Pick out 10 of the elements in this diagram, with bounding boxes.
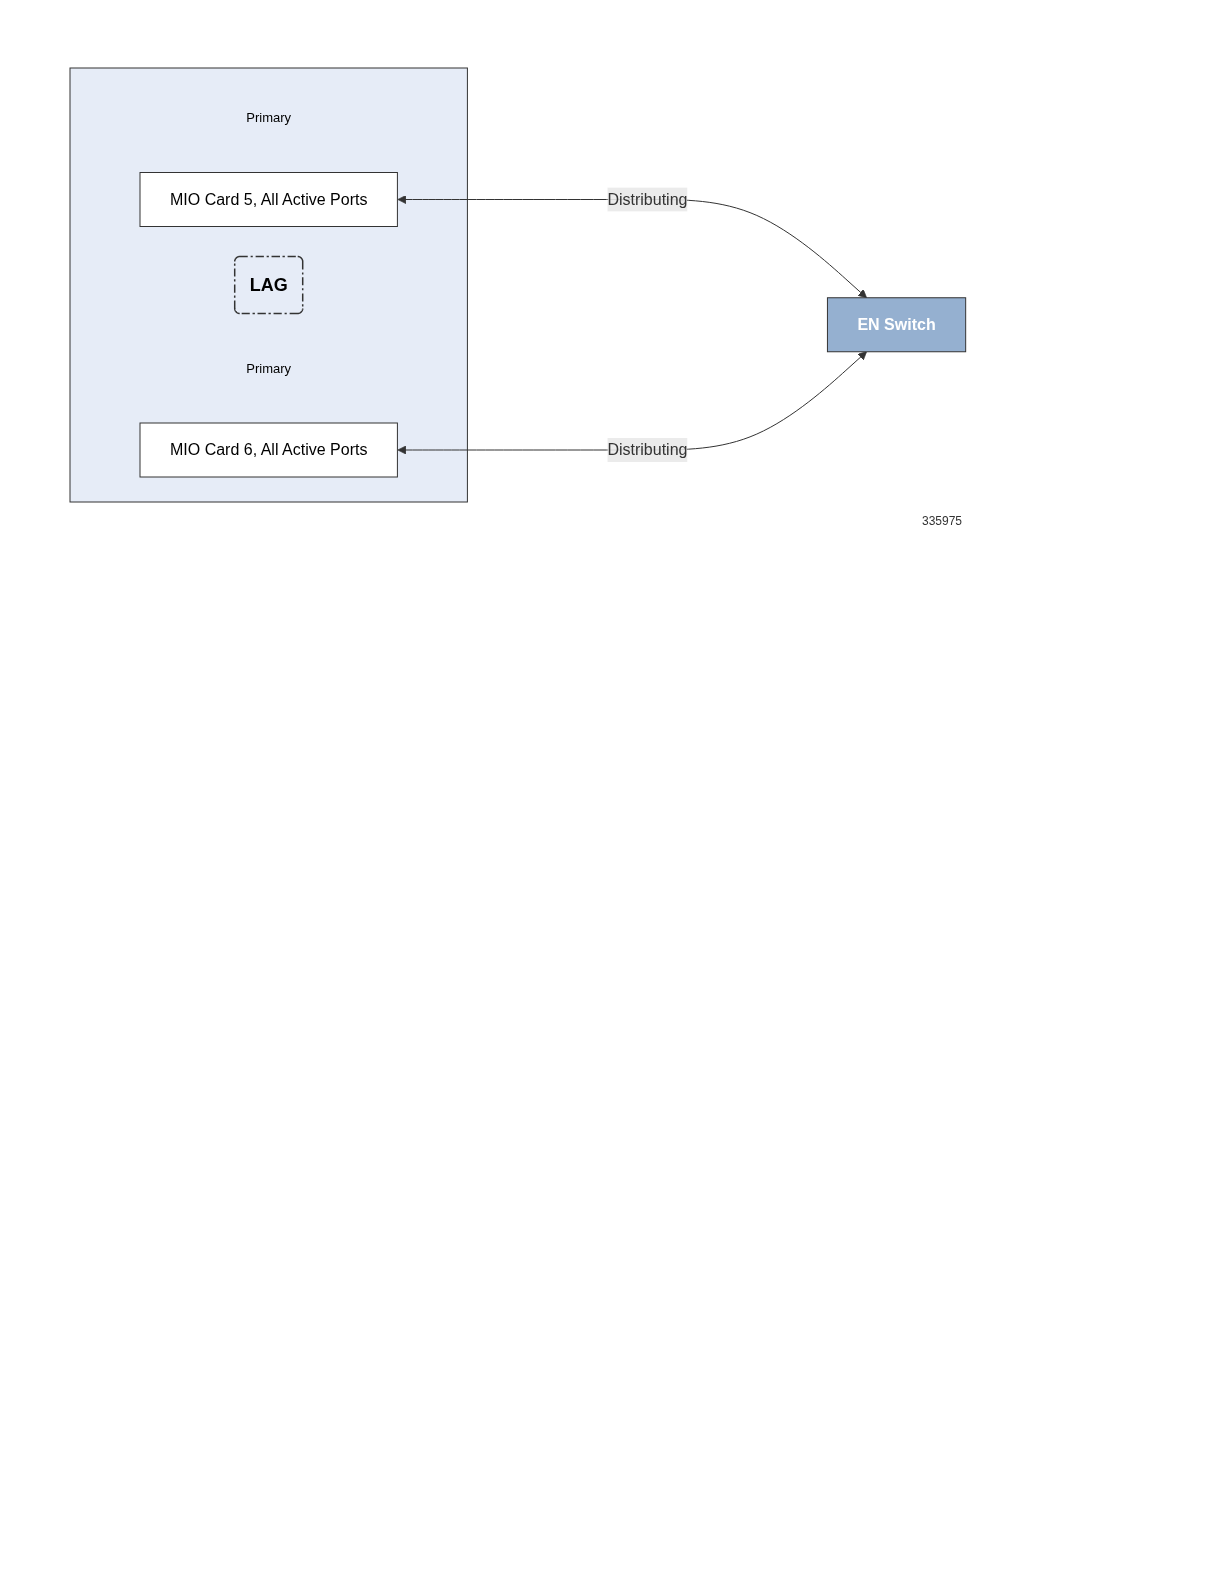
node-box: EN Switch [826,297,967,353]
figure-number: 335975 [920,514,962,528]
node-label: Primary [246,360,292,376]
edge-label: Distributing [607,190,688,208]
node-text: LAG [249,274,288,295]
node-box: MIO Card 5, All Active Ports [139,172,398,227]
node-label: Primary [246,110,292,125]
node-box: MIO Card 6, All Active Ports [139,422,398,478]
edge-label: Distributing [607,441,688,458]
cluster [69,67,468,503]
